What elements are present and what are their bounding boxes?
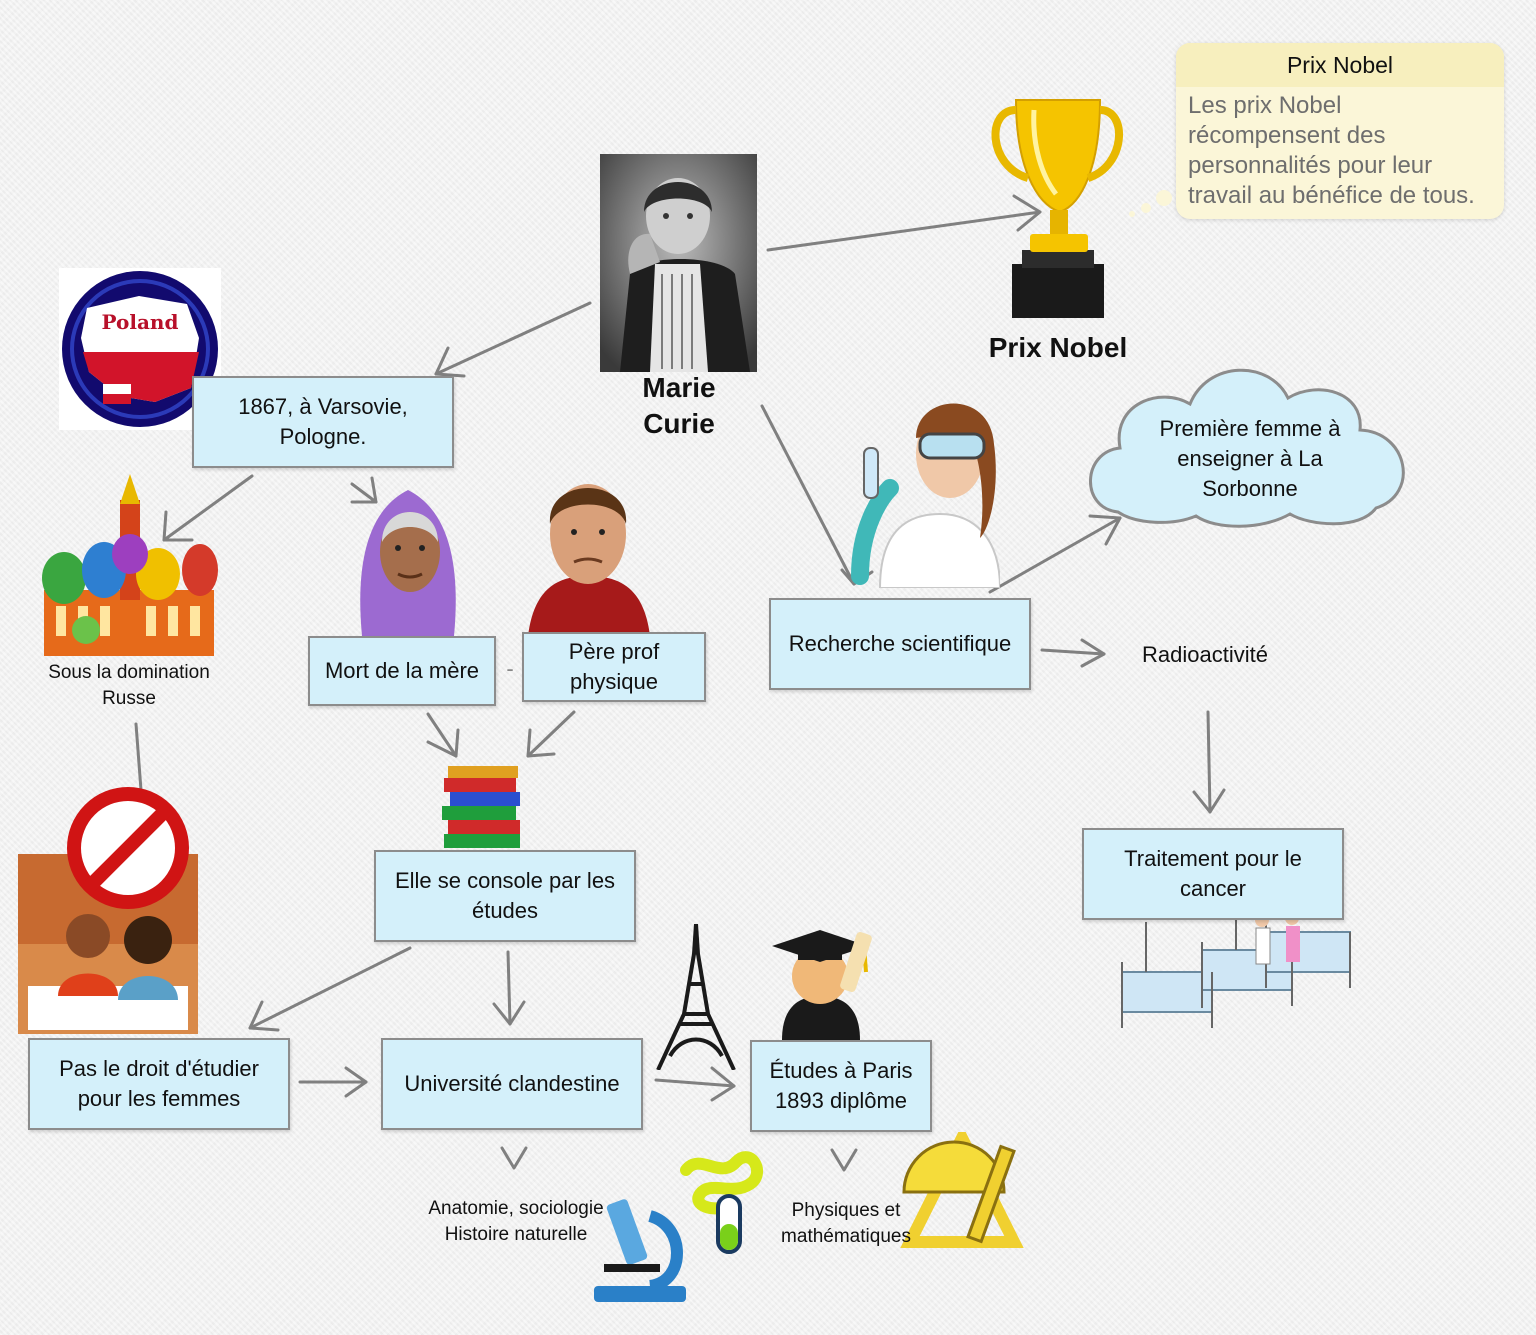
eiffel-tower-icon [656, 924, 736, 1070]
test-tube-icon [680, 1151, 764, 1254]
node-father[interactable]: Père prof physique [522, 632, 706, 702]
cathedral-icon [42, 474, 218, 656]
label-prix-nobel[interactable]: Prix Nobel [988, 332, 1128, 363]
poland-map-icon [62, 271, 218, 427]
arrow-research-radioactivity [1040, 648, 1106, 656]
scientist-icon [851, 403, 1000, 588]
arrow-birth-russian [162, 474, 254, 542]
label-marie-curie[interactable]: Marie Curie [642, 372, 716, 439]
arrow-birth-mother [350, 482, 378, 504]
graduate-icon [772, 930, 872, 1040]
label-anatomy[interactable]: Anatomie, sociologie Histoire naturelle [428, 1198, 604, 1245]
node-clandestine[interactable]: Université clandestine [381, 1038, 643, 1130]
books-icon [442, 766, 520, 848]
node-mother-death[interactable]: Mort de la mère [308, 636, 496, 706]
line-russian-no-right [134, 722, 143, 792]
trophy-icon [991, 99, 1123, 318]
poland-badge-text: Poland [101, 310, 179, 334]
note-title: Prix Nobel [1176, 43, 1504, 87]
note-tail [1129, 190, 1172, 217]
arrow-clandestine-paris [654, 1078, 736, 1088]
nobel-note[interactable]: Prix Nobel Les prix Nobel récompensent d… [1176, 43, 1504, 219]
arrow-console-no-right [248, 946, 412, 1030]
arrow-marie-birth [434, 301, 592, 376]
node-first-woman[interactable]: Première femme à enseigner à La Sorbonne [1159, 416, 1341, 501]
node-cancer[interactable]: Traitement pour le cancer [1082, 828, 1344, 920]
arrow-father-books [526, 710, 576, 758]
hospital-beds-icon [1121, 904, 1351, 1028]
node-birth[interactable]: 1867, à Varsovie, Pologne. [192, 376, 454, 468]
arrow-marie-nobel [766, 210, 1042, 252]
node-console[interactable]: Elle se console par les études [374, 850, 636, 942]
arrow-console-clandestine [506, 950, 512, 1026]
prohibited-sign-icon [67, 787, 189, 909]
dash-separator: - [506, 656, 514, 681]
microscope-icon [594, 1199, 686, 1302]
arrow-mother-books [426, 712, 458, 758]
arrow-marie-research [760, 404, 856, 586]
portrait-icon [600, 154, 757, 372]
node-paris[interactable]: Études à Paris 1893 diplôme [750, 1040, 932, 1132]
node-research[interactable]: Recherche scientifique [769, 598, 1031, 690]
label-radioactivity[interactable]: Radioactivité [1142, 642, 1268, 667]
old-woman-icon [360, 490, 456, 636]
label-russian-domination[interactable]: Sous la domination Russe [48, 662, 210, 709]
geometry-tools-icon [900, 1132, 1024, 1248]
label-physics[interactable]: Physiques et mathématiques [781, 1200, 911, 1247]
node-no-right[interactable]: Pas le droit d'étudier pour les femmes [28, 1038, 290, 1130]
note-body: Les prix Nobel récompensent des personna… [1188, 92, 1475, 209]
arrow-research-first-woman [988, 516, 1122, 594]
arrow-radioactivity-cancer [1206, 710, 1212, 814]
father-icon [528, 484, 650, 636]
poland-badge: Poland [59, 268, 221, 430]
